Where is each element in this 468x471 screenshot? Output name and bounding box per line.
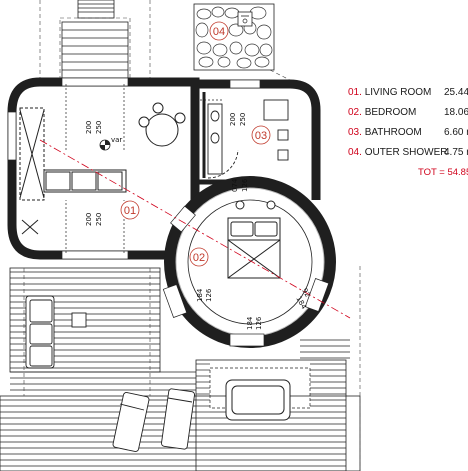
svg-text:126: 126 xyxy=(255,316,263,330)
svg-text:250: 250 xyxy=(239,113,247,126)
svg-text:200: 200 xyxy=(229,113,237,126)
svg-text:01: 01 xyxy=(124,205,136,217)
room-tag-02: 02 xyxy=(189,247,209,267)
svg-text:126: 126 xyxy=(241,178,249,192)
svg-text:184: 184 xyxy=(246,316,254,330)
legend-row-outer-shower: 04. OUTER SHOWER 4.75 r xyxy=(348,147,468,158)
svg-text:02: 02 xyxy=(193,252,205,264)
svg-text:200: 200 xyxy=(85,121,93,134)
svg-text:03: 03 xyxy=(255,130,267,142)
svg-text:184: 184 xyxy=(196,288,204,302)
svg-text:250: 250 xyxy=(95,213,103,226)
svg-text:200: 200 xyxy=(85,213,93,226)
legend-total-row: TOT = 54.85 xyxy=(348,168,468,188)
living-furniture xyxy=(19,102,186,235)
svg-text:250: 250 xyxy=(95,121,103,134)
total-area: TOT = 54.85 xyxy=(418,167,468,178)
outer-shower-area: 04 xyxy=(193,3,275,71)
room-legend: 01. LIVING ROOM 25.44 02. BEDROOM 18.06 … xyxy=(348,88,468,188)
room-tag-03 xyxy=(251,125,271,145)
svg-text:var: var xyxy=(111,136,122,144)
deck-loungers xyxy=(112,388,195,452)
svg-text:126: 126 xyxy=(205,288,213,302)
section-line xyxy=(39,139,351,319)
legend-row-bedroom: 02. BEDROOM 18.06 xyxy=(348,107,468,118)
bed xyxy=(227,200,281,279)
site-guides xyxy=(39,0,301,86)
legend-row-living-room: 01. LIVING ROOM 25.44 xyxy=(348,87,468,98)
svg-text:074: 074 xyxy=(231,178,239,192)
svg-text:92: 92 xyxy=(300,287,311,299)
room-tag-04 xyxy=(209,21,229,41)
hot-tub xyxy=(225,379,291,421)
svg-text:04: 04 xyxy=(213,26,225,38)
room-tag-01: 01 xyxy=(120,200,140,220)
bathroom-fixtures: 03 xyxy=(207,99,289,179)
dimension-labels: 200 250 200 250 200 250 074 126 184 126 … xyxy=(85,113,312,330)
stove-symbol: var xyxy=(99,136,122,151)
deck-sofa xyxy=(25,295,87,369)
legend-row-bathroom: 03. BATHROOM 6.60 r xyxy=(348,127,468,138)
